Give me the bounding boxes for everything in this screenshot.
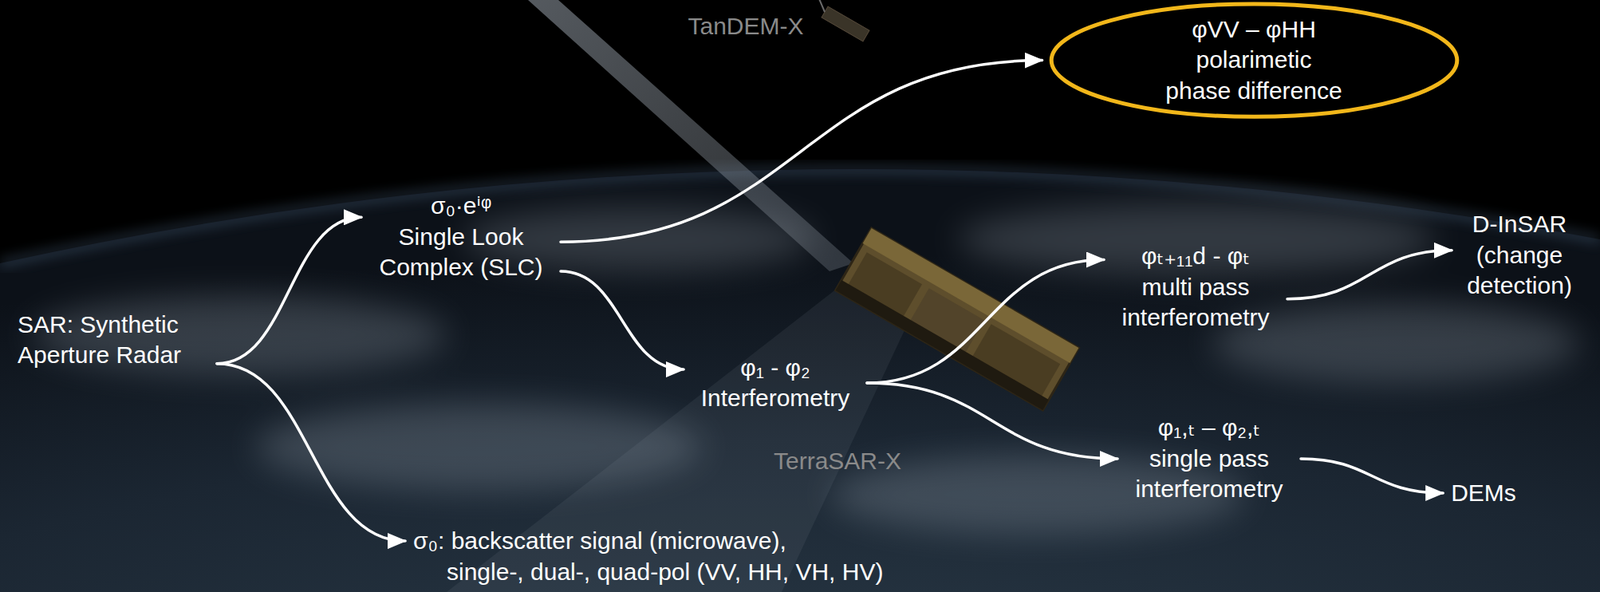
node-text: Single Look Complex (SLC) bbox=[369, 221, 553, 284]
backscatter-node: σ₀: backscatter signal (microwave),singl… bbox=[409, 522, 887, 591]
formula-text: σ₀: backscatter signal (microwave), bbox=[413, 525, 883, 556]
node-text: Interferometry bbox=[691, 382, 860, 414]
result-node: D-InSAR (change detection) bbox=[1456, 205, 1583, 304]
formula-text: φVV – φHH bbox=[1162, 14, 1346, 45]
node-text: SAR: Synthetic Aperture Radar bbox=[17, 309, 209, 371]
flow-arrow bbox=[560, 60, 1043, 243]
flow-arrow bbox=[1300, 458, 1443, 493]
formula-text: σ₀·eⁱᵠ bbox=[369, 190, 553, 221]
node-text: DEMs bbox=[1450, 477, 1517, 509]
node-text: polarimetic phase difference bbox=[1162, 44, 1346, 107]
result-node: DEMs bbox=[1447, 474, 1520, 512]
highlight-ellipse: φVV – φHHpolarimetic phase difference bbox=[1047, 1, 1462, 119]
process-node: σ₀·eⁱᵠSingle Look Complex (SLC) bbox=[366, 187, 556, 286]
node-text: D-InSAR (change detection) bbox=[1459, 208, 1580, 301]
node-text: multi pass interferometry bbox=[1111, 271, 1280, 334]
process-node: φ₁,ₜ – φ₂,ₜsingle pass interferometry bbox=[1122, 409, 1297, 508]
satellite-name: TerraSAR-X bbox=[773, 446, 902, 476]
source-node: SAR: Synthetic Aperture Radar bbox=[14, 306, 213, 375]
tandem-x-satellite bbox=[793, 0, 879, 42]
tandem-beam bbox=[528, 0, 854, 272]
satellite-name: TanDEM-X bbox=[687, 11, 804, 41]
process-node: φ₁ - φ₂Interferometry bbox=[688, 349, 863, 418]
flow-arrow bbox=[866, 260, 1104, 383]
flow-arrow bbox=[866, 382, 1118, 459]
ellipse-outline bbox=[1051, 3, 1458, 117]
flow-arrow bbox=[560, 271, 684, 370]
flow-arrow bbox=[1287, 250, 1452, 300]
formula-text: φ₁ - φ₂ bbox=[691, 352, 860, 383]
process-node: φₜ₊₁₁d - φₜmulti pass interferometry bbox=[1108, 237, 1283, 336]
flow-arrow bbox=[216, 216, 362, 363]
node-text: single pass interferometry bbox=[1125, 443, 1293, 505]
node-text: single-, dual-, quad-pol (VV, HH, VH, HV… bbox=[446, 556, 883, 588]
flow-arrow bbox=[216, 363, 406, 541]
formula-text: φₜ₊₁₁d - φₜ bbox=[1111, 240, 1280, 272]
formula-text: φ₁,ₜ – φ₂,ₜ bbox=[1125, 412, 1293, 443]
